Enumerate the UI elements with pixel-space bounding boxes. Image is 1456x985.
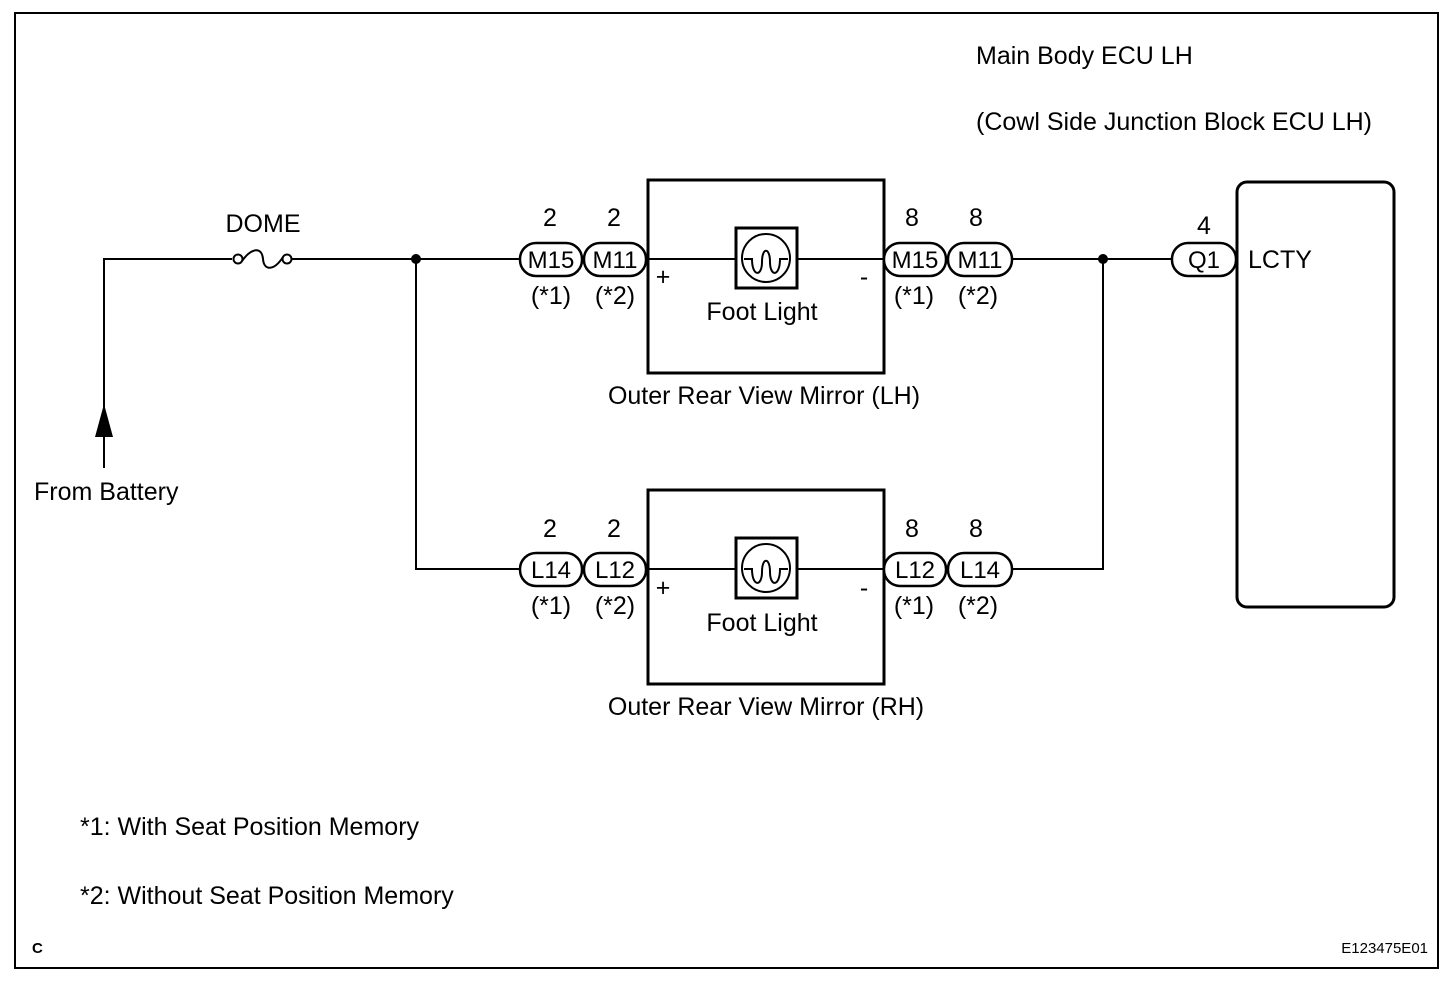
mirror-rh-in1-connector (518, 551, 584, 588)
mirror-rh-out2-note: (*2) (958, 592, 998, 620)
mirror-rh-in2-label: L12 (595, 557, 635, 584)
ecu-name: Main Body ECU LH (976, 42, 1193, 70)
mirror-lh-plus: + (656, 263, 671, 291)
mirror-rh-out2-connector (946, 551, 1014, 588)
mirror-rh-out1-label: L12 (895, 557, 935, 584)
mirror-lh-out2-connector (946, 241, 1014, 278)
mirror-rh-out1-note: (*1) (894, 592, 934, 620)
mirror-lh-out1-label: M15 (892, 247, 939, 274)
mirror-rh-in1-pin: 2 (543, 515, 557, 543)
mirror-lh-in1-pin: 2 (543, 204, 557, 232)
mirror-rh-component: Foot Light (706, 609, 817, 637)
mirror-lh-in2-label: M11 (593, 247, 638, 274)
mirror-rh-out1-pin: 8 (905, 515, 919, 543)
mirror-rh-in2-note: (*2) (595, 592, 635, 620)
mirror-rh-out2-label: L14 (960, 557, 1000, 584)
mirror-lh-in1-connector (518, 241, 584, 278)
ecu-alt-name: (Cowl Side Junction Block ECU LH) (976, 108, 1372, 136)
mirror-rh-out2-pin: 8 (969, 515, 983, 543)
ecu-pin-number: 4 (1197, 212, 1211, 240)
diagram-frame (14, 12, 1439, 969)
mirror-rh-filament-icon (744, 559, 788, 584)
mirror-rh-plus: + (656, 574, 671, 602)
fuse-label: DOME (226, 210, 301, 238)
mirror-rh-name: Outer Rear View Mirror (RH) (608, 693, 924, 721)
battery-wire (103, 258, 232, 468)
mirror-lh-minus: - (860, 263, 868, 291)
mirror-lh-in2-pin: 2 (607, 204, 621, 232)
battery-label: From Battery (34, 478, 179, 506)
feed-wire-branch (415, 259, 520, 570)
mirror-lh: + - Foot Light Outer Rear View Mirror (L… (518, 178, 1014, 410)
mirror-rh: + - Foot Light Outer Rear View Mirror (R… (518, 488, 1014, 721)
footnote-1: *1: With Seat Position Memory (80, 813, 420, 841)
mirror-lh-out2-pin: 8 (969, 204, 983, 232)
return-wire-branch (1012, 259, 1104, 570)
fuse-left-terminal (232, 253, 244, 265)
return-junction-dot (1098, 254, 1108, 264)
ecu-connector-label: Q1 (1188, 247, 1220, 274)
mirror-lh-in2-connector (582, 241, 648, 278)
mirror-lh-out2-label: M11 (958, 247, 1003, 274)
corner-letter: C (32, 940, 43, 957)
mirror-rh-in1-note: (*1) (531, 592, 571, 620)
mirror-lh-out1-pin: 8 (905, 204, 919, 232)
mirror-rh-in2-pin: 2 (607, 515, 621, 543)
mirror-rh-minus: - (860, 574, 868, 602)
mirror-rh-out1-connector (882, 551, 948, 588)
ecu-terminal-label: LCTY (1248, 246, 1312, 274)
mirror-lh-name: Outer Rear View Mirror (LH) (608, 382, 920, 410)
mirror-lh-filament-icon (744, 249, 788, 274)
mirror-rh-in2-connector (582, 551, 648, 588)
battery-arrow-icon (95, 404, 113, 437)
mirror-lh-in1-note: (*1) (531, 282, 571, 310)
mirror-rh-in1-label: L14 (531, 557, 571, 584)
ecu-box (1235, 180, 1396, 609)
fuse-right-terminal (281, 253, 293, 265)
mirror-lh-out1-note: (*1) (894, 282, 934, 310)
mirror-lh-out2-note: (*2) (958, 282, 998, 310)
figure-id: E123475E01 (1341, 940, 1428, 957)
mirror-lh-in1-label: M15 (528, 247, 575, 274)
feed-junction-dot (411, 254, 421, 264)
mirror-lh-in2-note: (*2) (595, 282, 635, 310)
footnote-2: *2: Without Seat Position Memory (80, 882, 454, 910)
mirror-lh-component: Foot Light (706, 298, 817, 326)
fuse-icon (241, 249, 284, 269)
mirror-lh-out1-connector (882, 241, 948, 278)
